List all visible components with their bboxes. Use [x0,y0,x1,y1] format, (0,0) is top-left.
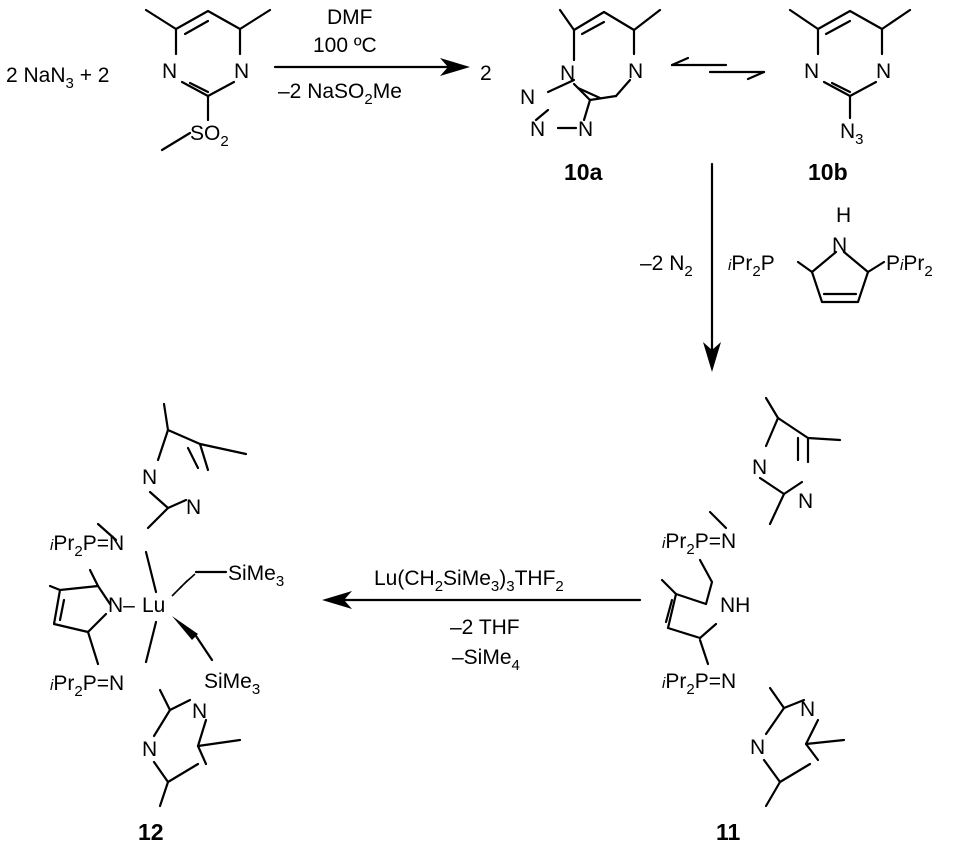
svg-text:N: N [142,738,157,761]
compound-11: N N iPr2P=N NH iPr2P=N N N 11 [660,396,846,845]
svg-text:NH: NH [720,594,750,617]
svg-text:iPr2P=N: iPr2P=N [50,532,124,560]
svg-text:N: N [876,60,891,83]
label-10a: 10a [564,159,603,185]
label-11: 11 [716,819,741,845]
svg-text:N: N [520,86,535,109]
svg-text:N–: N– [108,594,135,617]
svg-text:N: N [234,60,249,83]
reagent-sodium-azide: 2 NaN3 + 2 [6,64,110,92]
compound-10a: N N N N N 10a [520,8,662,185]
condition-nitrogen-loss: –2 N2 [640,252,693,280]
arrow-step-3: Lu(CH2SiMe3)3THF2 –2 THF –SiMe4 [322,567,642,674]
condition-temperature: 100 ºC [313,34,377,57]
compound-10b: N N N3 10b [788,8,912,185]
bis-phosphino-pyrrole: H N iPr2P PiPr2 [728,204,933,304]
arrow-step-2: –2 N2 [640,162,721,372]
equilibrium-arrows [670,56,766,81]
svg-text:N: N [800,698,815,721]
svg-text:N: N [798,490,813,513]
svg-text:N: N [162,60,177,83]
svg-text:N: N [142,466,157,489]
svg-text:N: N [578,118,593,141]
condition-solvent: DMF [327,6,373,29]
coefficient-two: 2 [480,62,492,85]
svg-text:N: N [750,736,765,759]
sulfonyl-label: SO2 [190,122,229,150]
methylsulfonyl-pyrimidine: N N SO2 [144,8,272,152]
reagent-lutetium: Lu(CH2SiMe3)3THF2 [374,567,564,595]
arrow-step-1: DMF 100 ºC –2 NaSO2Me [273,6,470,108]
azide-label: N3 [840,120,864,148]
svg-text:N: N [560,62,575,85]
svg-text:SiMe3: SiMe3 [204,670,260,698]
label-12: 12 [138,819,164,845]
svg-text:N: N [752,456,767,479]
svg-text:N: N [804,60,819,83]
condition-byproduct: –2 NaSO2Me [278,80,402,108]
condition-thf-loss: –2 THF [450,616,520,639]
svg-text:iPr2P=N: iPr2P=N [662,670,736,698]
svg-text:N: N [628,60,643,83]
svg-text:N: N [530,118,545,141]
label-10b: 10b [808,159,848,185]
svg-text:iPr2P: iPr2P [728,252,775,280]
svg-text:iPr2P=N: iPr2P=N [50,672,124,700]
svg-text:H: H [836,204,851,227]
svg-text:N: N [186,496,201,519]
svg-text:N: N [832,234,847,257]
lutetium-center: Lu [142,594,165,617]
svg-text:SiMe3: SiMe3 [228,562,284,590]
compound-12: N N iPr2P=N N– Lu SiMe3 SiMe3 iPr2P=N N … [48,402,284,845]
svg-text:PiPr2: PiPr2 [886,252,933,280]
svg-text:iPr2P=N: iPr2P=N [662,530,736,558]
svg-text:N: N [192,700,207,723]
condition-silane-loss: –SiMe4 [452,646,520,674]
